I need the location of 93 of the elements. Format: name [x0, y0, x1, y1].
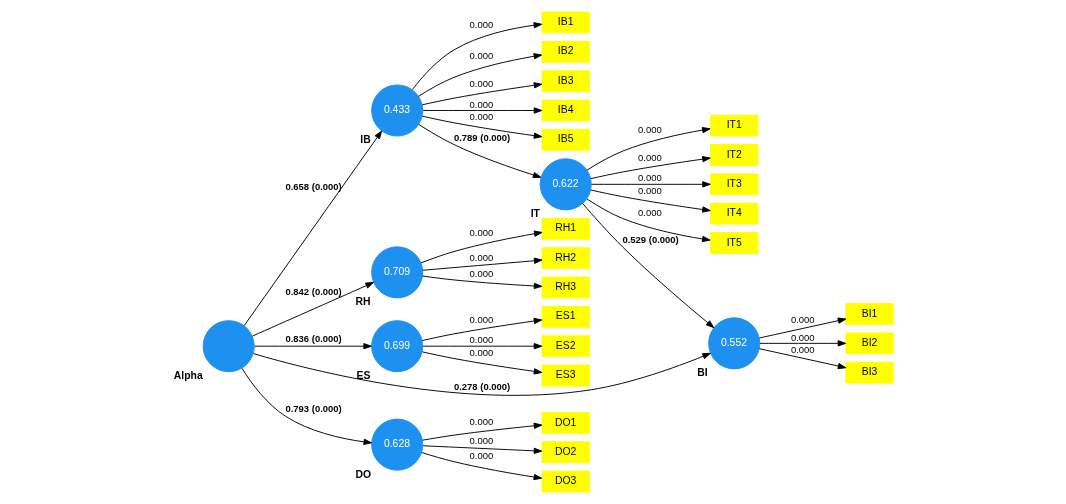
node-circle: 0.622: [539, 158, 592, 211]
node-box: BI1: [844, 303, 894, 325]
node-box: IT2: [709, 144, 758, 166]
edge-label: 0.278 (0.000): [453, 380, 510, 392]
edge-label: 0.000: [637, 206, 662, 218]
node-box: IB4: [541, 99, 590, 122]
node-box: IT1: [709, 114, 758, 137]
node-circle: 0.433: [370, 84, 423, 137]
edge-label: 0.842 (0.000): [284, 286, 342, 298]
arrow: [417, 53, 542, 97]
edge-label: 0.000: [469, 110, 493, 122]
node-label: Alpha: [173, 370, 203, 382]
node-box: ES3: [541, 364, 590, 387]
edge-label: 0.000: [637, 172, 662, 184]
node-box: RH1: [541, 217, 590, 240]
arrow: [243, 130, 382, 327]
arrow: [251, 282, 374, 337]
edge-label: 0.000: [469, 50, 493, 62]
arrow: [421, 422, 542, 441]
arrow: [411, 22, 542, 91]
edge-label: 0.836 (0.000): [284, 333, 342, 345]
arrow: [422, 445, 542, 454]
node-box: IT4: [709, 202, 758, 225]
edge-label: 0.000: [637, 184, 662, 196]
arrow: [589, 156, 711, 180]
edge-label: 0.000: [469, 434, 493, 446]
edge-label: 0.000: [790, 343, 815, 355]
edge-label: 0.000: [469, 227, 493, 239]
arrow: [581, 203, 714, 329]
node-label: IB: [359, 134, 371, 146]
arrow: [586, 126, 711, 171]
node-box: ES2: [541, 335, 590, 358]
node-box: RH3: [541, 276, 590, 299]
edge-label: 0.000: [469, 98, 493, 110]
edge-label: 0.000: [469, 449, 493, 461]
node-box: IT5: [709, 232, 758, 254]
arrow: [589, 189, 711, 213]
edge-label: 0.000: [469, 334, 493, 346]
arrow: [758, 348, 846, 370]
arrow: [253, 343, 372, 350]
edge-label: 0.529 (0.000): [621, 234, 679, 246]
node-box: ES1: [541, 305, 590, 328]
arrow: [421, 317, 542, 341]
node-box: IT3: [709, 173, 758, 196]
edge-label: 0.000: [469, 19, 493, 31]
edge-label: 0.789 (0.000): [453, 131, 510, 143]
arrow: [420, 452, 542, 481]
edge-label: 0.000: [790, 314, 815, 326]
arrow: [252, 352, 711, 396]
arrow: [421, 275, 542, 290]
edge-label: 0.793 (0.000): [284, 403, 342, 415]
arrow: [421, 115, 542, 139]
arrow: [241, 367, 372, 445]
node-box: IB2: [541, 40, 590, 63]
node-circle: 0.709: [370, 246, 423, 299]
node-label: IT: [530, 208, 540, 220]
node-box: BI2: [844, 332, 894, 355]
edge-label: 0.000: [469, 313, 493, 325]
edge-label: 0.658 (0.000): [284, 181, 342, 192]
edge-label: 0.000: [469, 346, 493, 358]
arrow: [420, 230, 542, 264]
edge-label: 0.000: [790, 331, 815, 343]
edge-label: 0.000: [469, 251, 493, 263]
arrow: [590, 181, 711, 188]
node-box: IB5: [541, 128, 590, 151]
arrow: [422, 343, 542, 350]
arrow: [421, 351, 542, 375]
node-box: DO1: [541, 411, 590, 434]
node-box: IB1: [541, 11, 590, 34]
node-box: RH2: [541, 247, 590, 270]
node-circle: [202, 320, 255, 373]
arrow: [422, 107, 542, 114]
arrow: [758, 317, 846, 339]
node-label: BI: [696, 367, 708, 379]
edge-label: 0.000: [469, 415, 493, 427]
arrow: [421, 257, 542, 271]
edge-label: 0.000: [637, 151, 662, 163]
node-label: DO: [355, 468, 371, 480]
arrow: [758, 340, 846, 347]
node-circle: 0.699: [370, 320, 423, 373]
edge-label: 0.000: [469, 77, 493, 89]
arrow: [417, 124, 541, 179]
node-box: BI3: [844, 361, 894, 384]
node-box: DO2: [541, 441, 590, 464]
edge-label: 0.000: [637, 124, 662, 136]
arrow: [586, 198, 711, 243]
node-circle: 0.628: [370, 418, 423, 471]
arrow: [421, 82, 542, 106]
node-label: ES: [355, 370, 370, 382]
node-label: RH: [355, 296, 371, 308]
edge-label: 0.000: [469, 268, 493, 280]
node-box: DO3: [541, 470, 590, 493]
node-box: IB3: [541, 70, 590, 93]
